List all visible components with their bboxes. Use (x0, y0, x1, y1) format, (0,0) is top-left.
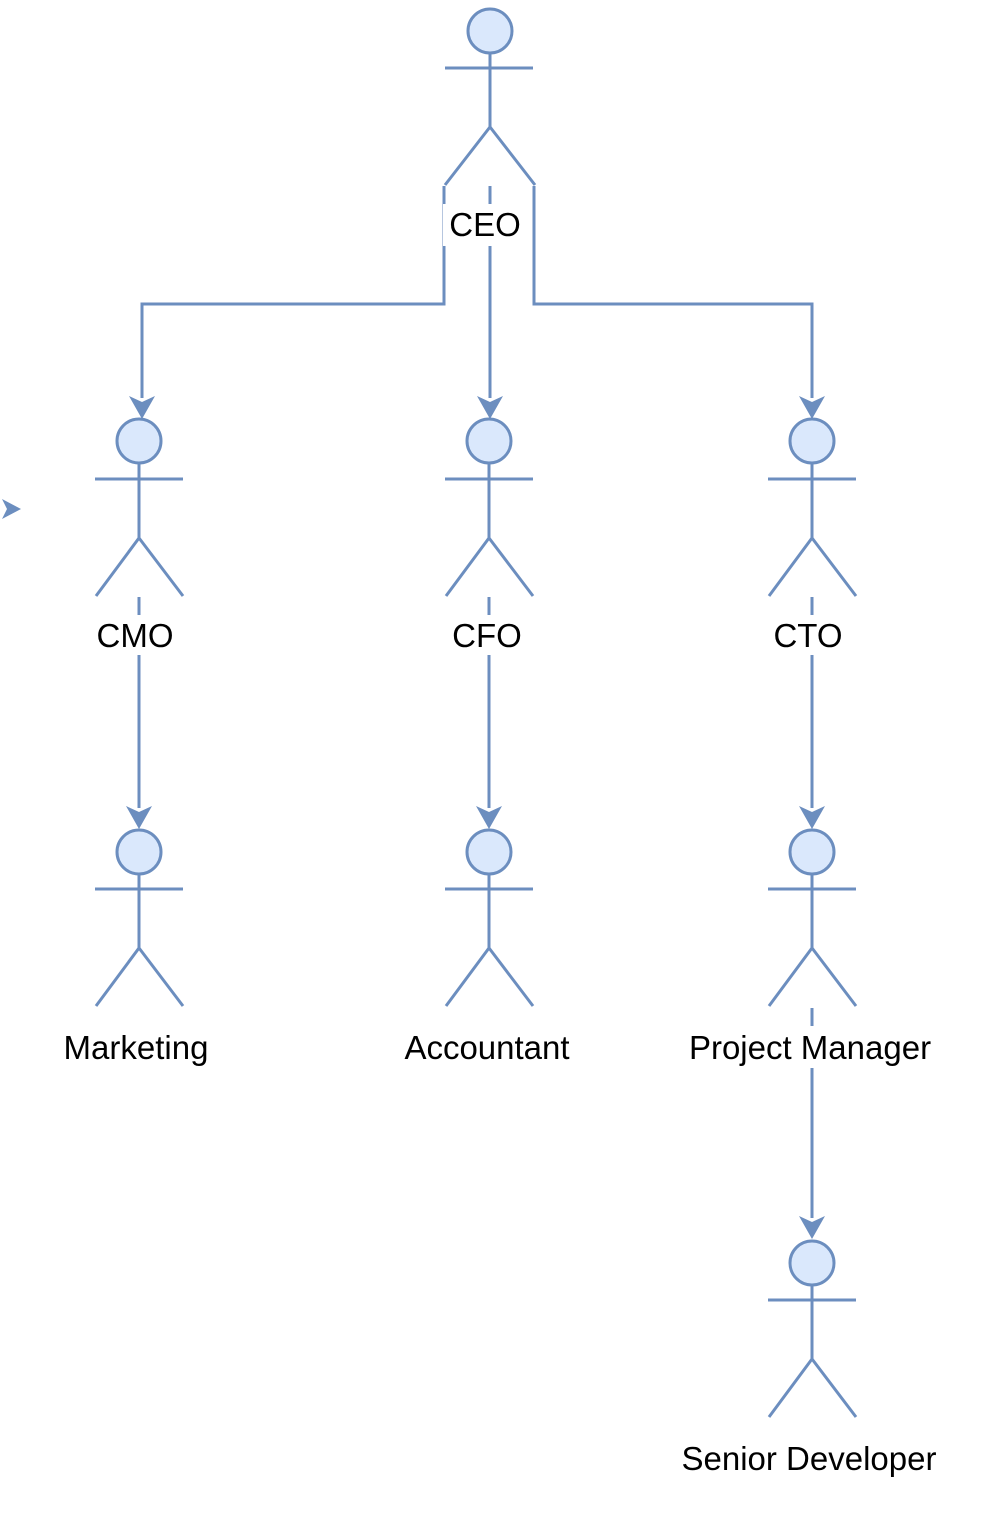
accountant-label: Accountant (404, 1029, 569, 1066)
cmo-label: CMO (97, 617, 174, 654)
arrowhead-cfo (477, 396, 503, 419)
senior-legs (767, 1356, 858, 1418)
pm-legs (767, 945, 858, 1007)
pm-label-bg (678, 1026, 944, 1068)
pm-label: Project Manager (689, 1029, 931, 1066)
cfo-label: CFO (452, 617, 522, 654)
actor-cmo[interactable]: CMO (90, 417, 185, 655)
accountant-head (465, 828, 513, 876)
arrowhead-accountant (476, 806, 502, 829)
cto-head (788, 417, 836, 465)
ceo-label-bg (443, 204, 527, 246)
marketing-label: Marketing (64, 1029, 209, 1066)
accountant-legs (444, 945, 535, 1007)
ceo-head (466, 7, 514, 55)
cto-label-bg (768, 615, 852, 655)
pm-head (788, 828, 836, 876)
actor-project-manager[interactable]: Project Manager (678, 828, 944, 1068)
cto-legs (767, 535, 858, 597)
cmo-label-bg (90, 615, 182, 655)
actor-cfo[interactable]: CFO (444, 417, 535, 655)
arrowhead-cto (799, 396, 825, 419)
marketing-head (115, 828, 163, 876)
arrowhead-senior (799, 1216, 825, 1239)
cfo-legs (444, 535, 535, 597)
actor-ceo[interactable]: CEO (443, 7, 537, 246)
ceo-legs (443, 124, 537, 186)
cto-label: CTO (773, 617, 842, 654)
cfo-label-bg (446, 615, 530, 655)
edge-ceo-cto[interactable] (532, 186, 814, 398)
connectors (2, 186, 825, 1239)
actor-marketing[interactable]: Marketing (64, 828, 209, 1066)
edge-ceo-cmo[interactable] (140, 186, 446, 398)
stray-arrow-marker[interactable] (2, 499, 21, 519)
marketing-legs (94, 945, 185, 1007)
senior-label: Senior Developer (682, 1440, 937, 1477)
arrowhead-cmo (129, 396, 155, 419)
arrowhead-marketing (126, 806, 152, 829)
ceo-label: CEO (449, 206, 521, 243)
arrowhead-pm (799, 806, 825, 829)
cfo-head (465, 417, 513, 465)
cmo-legs (94, 535, 185, 597)
senior-head (788, 1239, 836, 1287)
actor-accountant[interactable]: Accountant (404, 828, 570, 1066)
actor-cto[interactable]: CTO (767, 417, 858, 655)
actor-senior-developer[interactable]: Senior Developer (682, 1239, 937, 1477)
cmo-head (115, 417, 163, 465)
